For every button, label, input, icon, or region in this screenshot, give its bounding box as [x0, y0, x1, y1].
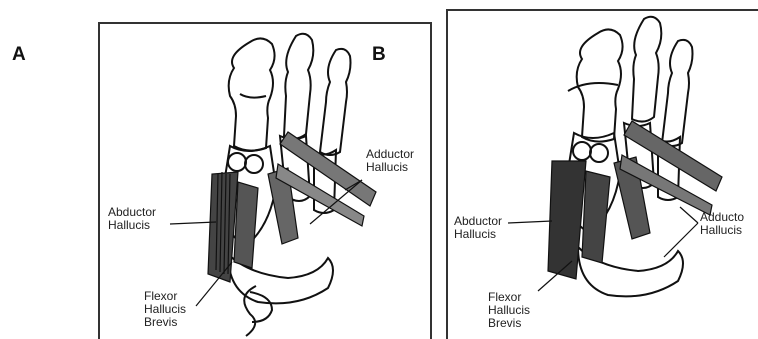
panel-b-letter: B — [372, 44, 386, 66]
panel-a-letter: A — [12, 44, 26, 66]
panel-b-frame: Adducto Hallucis Abductor Hallucis Flexo… — [446, 9, 758, 339]
panel-b-adductor-label: Adducto Hallucis — [700, 211, 744, 237]
panel-a-abductor-label: Abductor Hallucis — [108, 206, 156, 232]
panel-b-flexor-label: Flexor Hallucis Brevis — [488, 291, 530, 330]
panel-a-flexor-label: Flexor Hallucis Brevis — [144, 290, 186, 329]
panel-a-frame: Adductor Hallucis Abductor Hallucis Flex… — [98, 22, 432, 339]
panel-b-abductor-label: Abductor Hallucis — [454, 215, 502, 241]
panel-a-adductor-label: Adductor Hallucis — [366, 148, 414, 174]
